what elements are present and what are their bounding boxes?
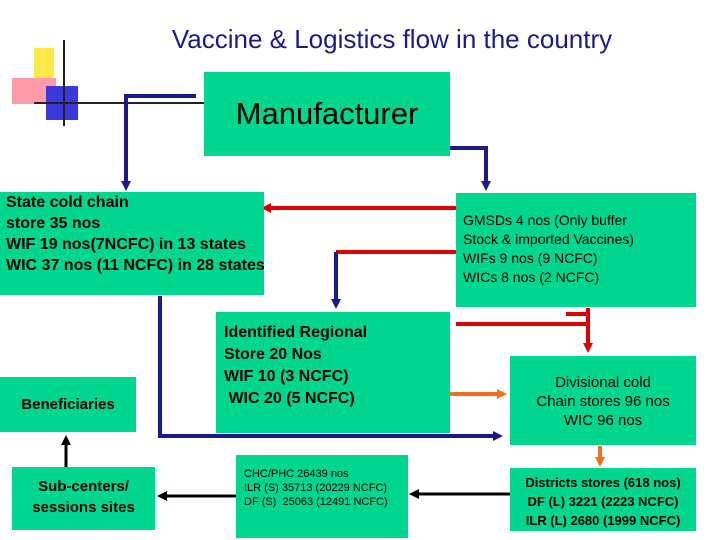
divisional-line: WIC 96 nos <box>563 412 643 429</box>
arrow-gmsd-divisional-bend <box>566 312 593 353</box>
chc-phc-line: CHC/PHC 26439 nos <box>244 468 349 480</box>
divisional-line: Divisional cold <box>555 374 651 391</box>
deco-yellow-square <box>34 48 54 82</box>
manufacturer-label: Manufacturer <box>235 96 419 131</box>
state-store-line: WIC 37 nos (11 NCFC) in 28 states <box>6 257 265 274</box>
regional-store-line: WIC 20 (5 NCFC) <box>224 390 355 407</box>
beneficiaries-label: Beneficiaries <box>21 396 115 413</box>
page-title: Vaccine & Logistics flow in the country <box>171 24 613 54</box>
chc-phc-node: CHC/PHC 26439 nos ILR (S) 35713 (20229 N… <box>236 455 408 538</box>
regional-store-line: Identified Regional <box>224 324 368 341</box>
arrow-manufacturer-to-gmsd <box>448 146 491 191</box>
state-store-line: store 35 nos <box>6 215 101 232</box>
district-line: Districts stores (618 nos) <box>525 475 681 490</box>
subcentres-line: Sub-centers/ <box>38 478 129 495</box>
regional-store-node: Identified Regional Store 20 Nos WIF 10 … <box>216 312 450 433</box>
district-line: ILR (L) 2680 (1999 NCFC) <box>525 513 681 528</box>
divisional-line: Chain stores 96 nos <box>536 393 670 410</box>
gmsd-line: WICs 8 nos (2 NCFC) <box>463 269 600 285</box>
divisional-store-node: Divisional cold Chain stores 96 nos WIC … <box>510 356 696 445</box>
regional-store-line: WIF 10 (3 NCFC) <box>224 368 349 385</box>
state-store-line: WIF 19 nos(7NCFC) in 13 states <box>6 236 247 253</box>
subcentres-node: Sub-centers/ sessions sites <box>12 467 155 530</box>
gmsd-node: GMSDs 4 nos (Only buffer Stock & importe… <box>456 193 696 307</box>
state-store-node: State cold chain store 35 nos WIF 19 nos… <box>0 192 265 295</box>
beneficiaries-node: Beneficiaries <box>0 377 136 432</box>
state-store-line: State cold chain <box>6 194 129 211</box>
regional-store-line: Store 20 Nos <box>224 346 322 363</box>
district-line: DF (L) 3221 (2223 NCFC) <box>527 494 679 509</box>
manufacturer-node: Manufacturer <box>204 72 450 156</box>
chc-phc-line: DF (S) 25063 (12491 NCFC) <box>244 496 388 508</box>
subcentres-line: sessions sites <box>32 499 135 516</box>
deco-vertical-line <box>63 40 65 126</box>
gmsd-line: Stock & imported Vaccines) <box>463 231 634 247</box>
district-store-node: Districts stores (618 nos) DF (L) 3221 (… <box>510 468 696 531</box>
gmsd-line: GMSDs 4 nos (Only buffer <box>463 212 627 228</box>
chc-phc-line: ILR (S) 35713 (20229 NCFC) <box>244 482 388 494</box>
gmsd-line: WIFs 9 nos (9 NCFC) <box>463 250 598 266</box>
arrow-manufacturer-to-state <box>121 94 196 191</box>
arrow-state-to-divisional <box>158 296 503 441</box>
deco-horizontal-line <box>34 102 204 104</box>
